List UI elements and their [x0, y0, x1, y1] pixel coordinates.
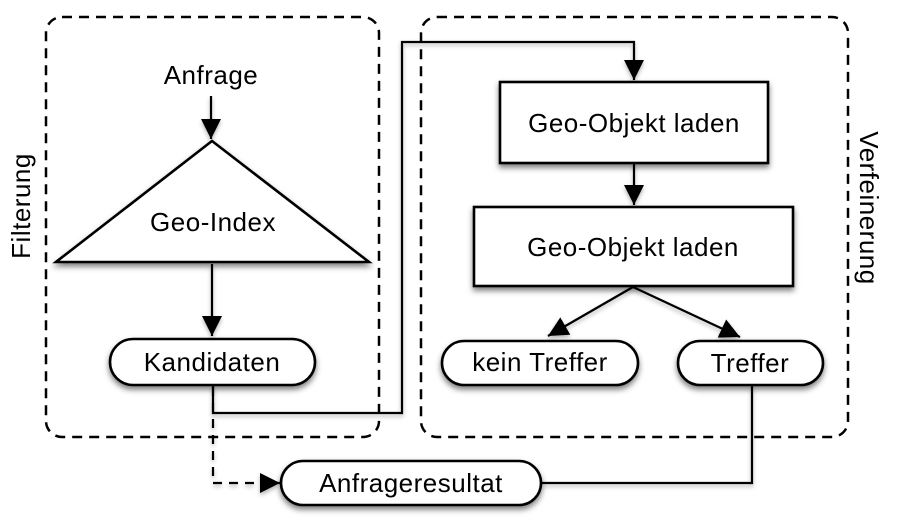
treffer-node [676, 339, 825, 387]
connector-kandidaten-to-load-geo-object-1 [211, 40, 644, 415]
arrow-kandidaten-to-anfrageresultat [211, 387, 280, 493]
anfrageresultat-label: Anfrageresultat [319, 468, 503, 498]
kandidaten-label: Kandidaten [144, 347, 281, 377]
load-geo-object-2-node [472, 205, 795, 288]
connector-treffer-to-anfrageresultat [542, 385, 754, 485]
load-geo-object-2-label: Geo-Objekt laden [527, 232, 739, 262]
treffer-label: Treffer [711, 348, 790, 378]
kein-treffer-node [440, 339, 640, 387]
load-geo-object-1-label: Geo-Objekt laden [528, 108, 740, 138]
arrow-load-geo-object-2-to-treffer [632, 286, 741, 338]
kandidaten-node [108, 337, 317, 387]
anfrageresultat-node [279, 459, 543, 507]
geo-index-label: Geo-Index [150, 207, 276, 237]
geo-index-triangle [52, 139, 373, 264]
anfrage-label: Anfrage [164, 60, 259, 90]
refinement-phase-label: Verfeinerung [854, 131, 884, 284]
refinement-phase-box [419, 15, 850, 439]
kein-treffer-label: kein Treffer [472, 347, 608, 377]
load-geo-object-1-node [498, 80, 770, 165]
arrow-load-geo-object-2-to-kein-treffer [547, 286, 634, 337]
filtering-phase-label: Filterung [6, 153, 36, 259]
